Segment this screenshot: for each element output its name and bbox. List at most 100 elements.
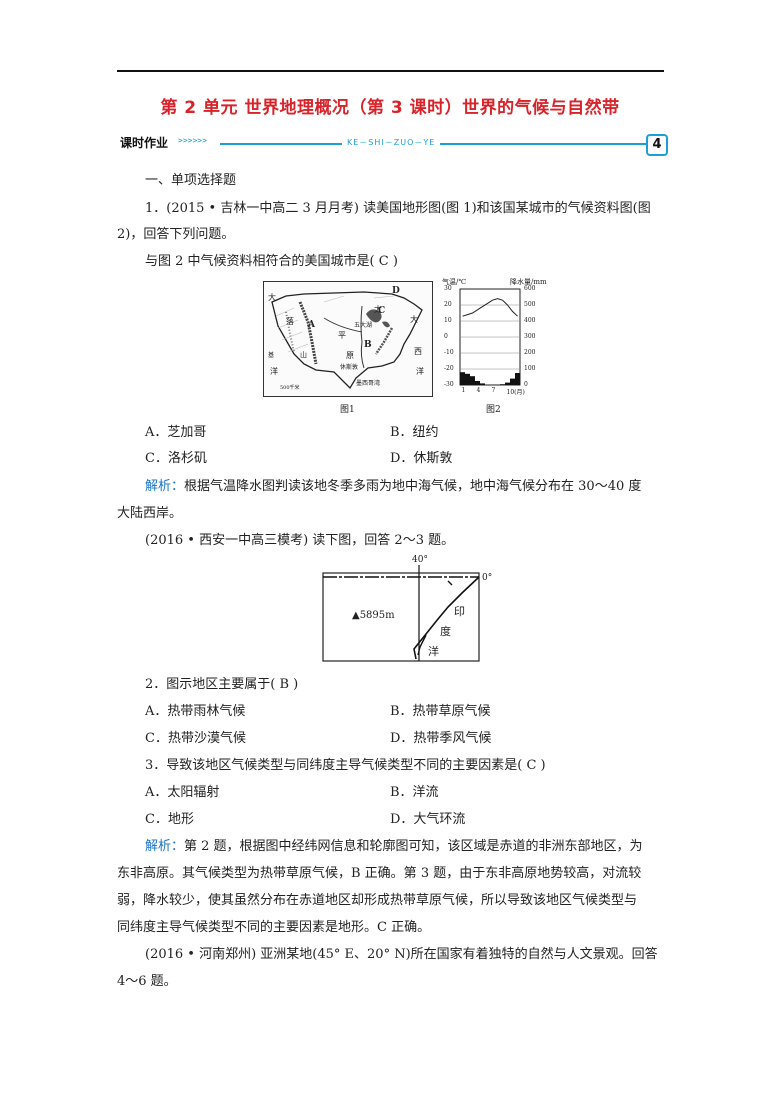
q1-analysis-line1: 解析：根据气温降水图判读该地冬季多雨为地中海气候，地中海气候分布在 30～40 … [145,477,641,497]
map1-label-17: 洋 [270,367,278,376]
temp-tick: 0 [444,333,448,340]
group4-line2: 4～6 题。 [117,974,177,989]
map1-label-8: 大 [410,315,418,324]
q1-stem-line2: 2)，回答下列问题。 [117,227,235,242]
temp-tick: -20 [444,365,454,372]
q2-option-a: A．热带雨林气候 [145,704,246,719]
q2-option-d: D．热带季风气候 [390,731,492,746]
climate-chart-svg [459,288,521,386]
map1-label-11: 西 [414,347,422,356]
mississippi-river [360,305,365,369]
precip-tick: 300 [524,333,536,340]
precip-bar [505,382,510,385]
appalachian-mountains [374,327,394,355]
temp-curve [462,298,518,317]
precip-bars [460,372,520,385]
map1-label-13: 山 [300,351,307,359]
temp-axis-label: 气温/℃ [442,278,467,286]
q1-analysis-line2: 大陆西岸。 [117,506,183,521]
group4-line1: (2016 • 河南郑州) 亚洲某地(45° E、20° N)所在国家有着独特的… [145,947,658,962]
temp-tick: 10 [444,317,452,324]
q3-option-d: D．大气环流 [390,812,466,827]
map1-label-2: 太 [374,305,382,314]
map1-label-9: 基 [268,352,275,359]
q3-option-b: B．洋流 [390,785,439,800]
map1-label-b: B [364,340,372,350]
analysis23-label: 解析： [145,839,185,854]
temp-tick: -10 [444,349,454,356]
map1-scale: 500千米 [280,385,300,391]
q2-stem: 2．图示地区主要属于( B ) [145,677,299,692]
analysis23-line1: 解析：第 2 题，根据图中经纬网信息和轮廓图可知，该区域是赤道的非洲东部地区，为 [145,837,643,857]
precip-tick: 100 [524,365,536,372]
map1-label-d: D [392,286,400,296]
analysis23-line4: 同纬度主导气候类型不同的主要因素是地形。C 正确。 [117,920,431,935]
fig1-caption: 图1 [340,405,355,415]
month-tick: 4 [476,387,481,394]
precip-bar [470,376,475,385]
group2-intro: (2016 • 西安一中高三模考) 读下图，回答 2～3 题。 [145,533,455,548]
coastline [413,576,480,660]
precip-tick: 400 [524,317,536,324]
map1-label-3: 落 [286,317,294,326]
analysis23-text: 第 2 题，根据图中经纬网信息和轮廓图可知，该区域是赤道的非洲东部地区，为 [184,839,643,854]
map1-label-gulf: 墨西哥湾 [356,380,381,387]
month-tick: 7 [491,387,496,394]
precip-bar [510,378,515,385]
map-frame [322,572,480,662]
q1-sub-question: 与图 2 中气候资料相符合的美国城市是( C ) [145,254,398,269]
banner-label: 课时作业 [120,136,169,150]
us-terrain-map: 大 D 太 落 A 平 C 五大湖 大 基 B 西 洋 山 原 休斯敦 墨西哥湾… [263,281,433,397]
analysis23-line2: 东非高原。其气候类型为热带草原气候，B 正确。第 3 题，由于东非高原地势较高，… [117,866,642,881]
great-lakes [366,309,390,328]
q3-stem: 3．导致该地区气候类型与同纬度主导气候类型不同的主要因素是( C ) [145,758,546,773]
precip-bar [460,372,465,385]
q3-option-a: A．太阳辐射 [145,785,220,800]
us-coastline [271,291,423,390]
precip-bar [515,373,520,385]
missouri-river [323,317,363,333]
precip-bar [465,373,470,385]
precip-tick: 0 [524,381,528,388]
homework-banner: 课时作业 >>>>>> KE－SHI－ZUO－YE 4 [120,134,668,156]
temp-tick: 30 [444,285,452,292]
east-africa-map: 40° 0° ▲5895m 印 度 洋 [322,555,492,663]
map1-label-c: C [378,306,386,316]
precip-tick: 500 [524,301,536,308]
q1-option-a: A．芝加哥 [145,425,207,440]
longitude-label: 40° [412,555,428,565]
banner-number: 4 [646,134,668,156]
precip-axis-label: 降水量/mm [510,278,547,286]
map1-label-0: 大 [268,293,276,302]
temp-tick: -30 [444,381,454,388]
chart-gridlines [460,304,520,370]
precip-bar [475,381,480,385]
ocean-label-2: 度 [440,625,451,638]
q1-stem-line1: 1．(2015 • 吉林一中高二 3 月月考) 读美国地形图(图 1)和该国某城… [145,201,651,216]
terrain-hatching [275,295,395,353]
banner-pinyin: KE－SHI－ZUO－YE [342,137,441,148]
map1-label-houston: 休斯敦 [340,364,359,371]
precip-tick: 200 [524,349,536,356]
top-rule [117,70,664,72]
precip-bar [500,384,505,385]
map1-label-5: 平 [338,331,346,340]
fig2-caption: 图2 [486,405,501,415]
latitude-label: 0° [482,573,493,583]
page-title: 第 2 单元 世界地理概况（第 3 课时）世界的气候与自然带 [160,98,620,118]
temp-tick: 20 [444,301,452,308]
section-heading: 一、单项选择题 [145,173,237,188]
ocean-label-3: 洋 [428,645,439,658]
analysis23-line3: 弱，降水较少，使其虽然分布在赤道地区却形成热带草原气候，所以导致该地区气候类型与 [117,893,638,908]
q1-option-d: D．休斯敦 [390,451,453,466]
map1-label-14: 原 [346,351,354,360]
banner-arrows: >>>>>> [178,136,207,145]
q2-option-b: B．热带草原气候 [390,704,491,719]
q1-option-c: C．洛杉矶 [145,451,207,466]
month-tick: 10(月) [506,389,525,396]
analysis-text: 根据气温降水图判读该地冬季多雨为地中海气候，地中海气候分布在 30～40 度 [184,479,642,494]
peak-label: ▲5895m [352,610,395,621]
coast-islands [417,580,453,656]
precip-tick: 600 [524,285,536,292]
